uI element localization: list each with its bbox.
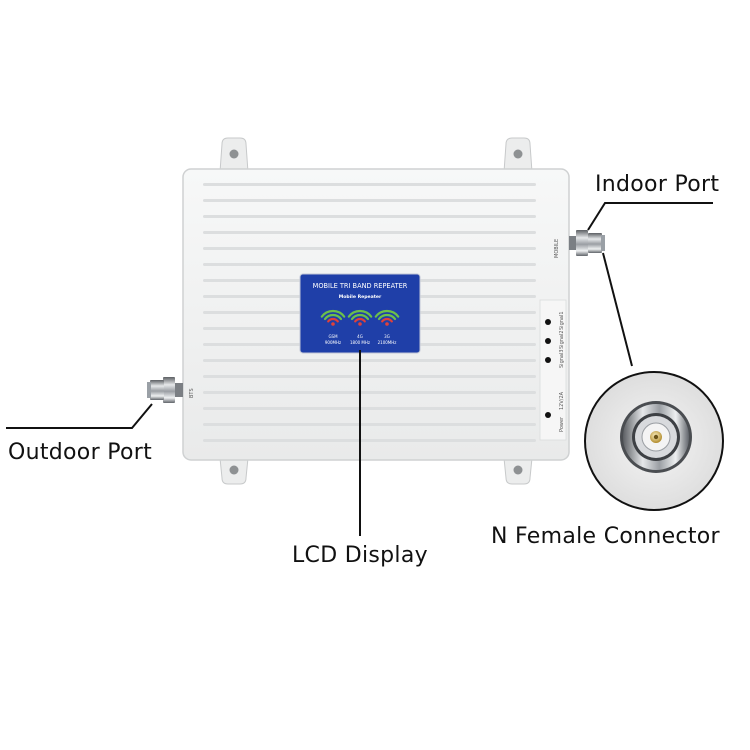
lcd-signal-arc [374,309,400,318]
lcd-signal-arc [323,313,343,321]
indoor-port-label: Indoor Port [595,172,720,197]
lcd-signal-dot [331,322,335,326]
led-label-signal2: Signal2 [559,330,565,349]
lcd-signal-arc [381,317,393,323]
indoor-leader-line [587,202,713,231]
case-rib [203,215,536,218]
lcd-band-gsm: GSM [328,334,338,339]
case-rib [203,375,536,378]
lcd-display: MOBILE TRI BAND REPEATER Mobile Repeater… [299,273,421,354]
lcd-signal-dot [385,322,389,326]
outdoor-leader-line [6,403,153,429]
lcd-signal-arc [350,313,370,321]
case-rib [203,199,536,202]
case-rib [203,183,536,186]
lcd-signal-dot [358,322,362,326]
lcd-title: MOBILE TRI BAND REPEATER [313,282,408,290]
case-rib [203,263,536,266]
case-rib [203,359,536,362]
lcd-signal-arc [320,309,346,318]
led-label-signal3: Signal3 [559,349,565,368]
status-leds [545,319,551,418]
mobile-port-label: MOBILE [554,239,560,258]
n-female-connector-zoom [584,371,724,511]
case-rib [203,391,536,394]
case-rib [203,439,536,442]
outdoor-port-connector [147,377,183,403]
lcd-signal-arc [354,317,366,323]
power-led-label: Power [559,416,565,432]
lcd-signal-icons [320,309,400,326]
outdoor-port-label: Outdoor Port [8,440,153,465]
case-rib [203,423,536,426]
lcd-freq-gsm: 900MHz [325,340,341,345]
lcd-freq-4g: 1800 MHz [350,340,370,345]
dc-input-label: 12V/2A [559,391,565,410]
lcd-freq-3g: 2100MHz [378,340,397,345]
case-rib [203,247,536,250]
lcd-signal-arc [377,313,397,321]
n-female-connector-label: N Female Connector [491,524,720,549]
lcd-signal-arc [327,317,339,323]
led-label-signal1: Signal1 [559,311,565,330]
lcd-band-4g: 4G [357,334,363,339]
lcd-signal-arc [347,309,373,318]
case-rib [203,231,536,234]
indoor-port-connector [569,230,605,256]
lcd-display-label: LCD Display [292,543,428,568]
bts-port-label: BTS [189,388,195,398]
case-rib [203,407,536,410]
zoom-leader-line [602,252,633,367]
lcd-subtitle: Mobile Repeater [339,294,382,300]
mounting-holes [229,149,523,475]
leader-lines [6,202,713,536]
lcd-band-3g: 3G [384,334,390,339]
side-panel [539,299,567,441]
